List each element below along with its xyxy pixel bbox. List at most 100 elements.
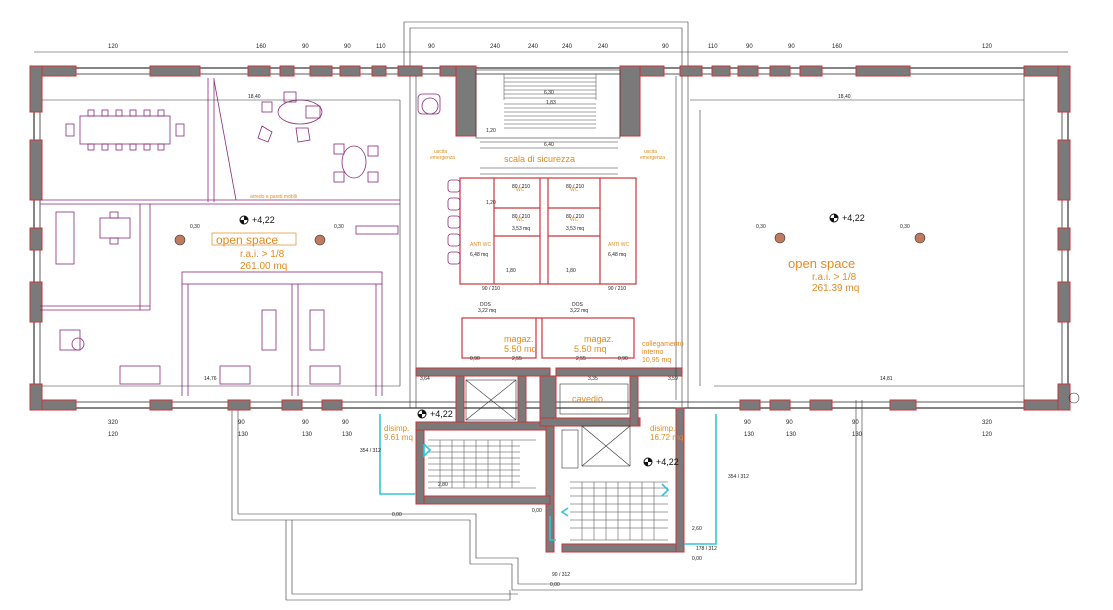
dim-inner-20: 1,20 <box>486 200 496 206</box>
main-walls <box>29 65 1071 411</box>
dim-top-12: 90 <box>746 44 753 50</box>
level-markers: +4,22 +4,22 +4,22 +4,22 <box>239 213 865 467</box>
uscita-left-2: emergenza <box>430 155 455 161</box>
dim-top-5: 90 <box>428 44 435 50</box>
dim-inner-43: 1,83 <box>546 100 556 106</box>
dim-bottom-sub-7: 120 <box>982 432 993 438</box>
open-space-right-rai: r.a.i. > 1/8 <box>812 272 857 283</box>
dim-top-4: 110 <box>376 44 386 50</box>
dim-bottom-sub-1: 130 <box>238 432 249 438</box>
bathroom-core <box>447 177 637 359</box>
arredo-label: arredo e pareti mobili <box>250 194 297 200</box>
magaz-2-area: 5.50 mq <box>574 344 607 354</box>
wc-label-4: WC <box>570 217 579 223</box>
level-text-2: +4,22 <box>842 213 865 223</box>
dim-bottom-4: 90 <box>744 420 751 426</box>
dim-inner-24: 0,30 <box>756 224 766 230</box>
collegamento-1: collegamento <box>642 341 684 348</box>
dim-small-4: 0,00 <box>392 512 402 518</box>
small-area-5: 3,53 mq <box>566 226 584 232</box>
dim-inner-29: 0,90 <box>618 356 628 362</box>
top-stair <box>475 69 621 175</box>
level-text-4: +4,22 <box>656 457 679 467</box>
wc-label-1: WC <box>516 187 525 193</box>
dim-inner-6: 3,35 <box>588 376 598 382</box>
room-labels: open space r.a.i. > 1/8 261.00 mq open s… <box>211 149 859 442</box>
dim-bottom-sub-0: 120 <box>108 432 119 438</box>
dim-inner-1: 18,40 <box>838 94 851 100</box>
small-area-4: 3,53 mq <box>512 226 530 232</box>
dim-bottom-sub-6: 130 <box>852 432 863 438</box>
dim-inner-21: 1,20 <box>486 128 496 134</box>
open-space-right-area: 261.39 mq <box>812 283 859 294</box>
dim-bottom-sub-4: 130 <box>744 432 755 438</box>
dim-bottom-sub-3: 130 <box>342 432 353 438</box>
dim-bottom-3: 90 <box>342 420 349 426</box>
dim-top-8: 240 <box>562 44 573 50</box>
dim-top-11: 110 <box>708 44 718 50</box>
dim-top-0: 120 <box>108 44 119 50</box>
dim-top-2: 90 <box>302 44 309 50</box>
open-space-left-rai: r.a.i. > 1/8 <box>240 249 285 260</box>
dim-inner-37: 2,60 <box>692 526 702 532</box>
outer-lines <box>231 21 863 601</box>
door-dim-3: 80 / 210 <box>566 214 584 220</box>
dim-bottom-sub-5: 130 <box>786 432 797 438</box>
lower-core <box>379 367 717 553</box>
dim-bottom-5: 90 <box>786 420 793 426</box>
uscita-right-2: emergenza <box>640 155 665 161</box>
level-text-1: +4,22 <box>252 215 275 225</box>
level-text-3: +4,22 <box>430 409 453 419</box>
dim-inner-30: 1,80 <box>506 268 516 274</box>
door-dim-4: 90 / 210 <box>482 286 500 292</box>
small-area-11: DOS <box>572 302 584 308</box>
dim-small-2: 178 / 312 <box>696 546 717 552</box>
anti-wc-label-2: ANTI WC <box>608 242 629 248</box>
small-area-8: 3,22 mq <box>478 308 496 314</box>
left-furniture <box>40 78 441 396</box>
dim-top-1: 160 <box>256 44 267 50</box>
door-dim-1: 80 / 210 <box>566 184 584 190</box>
columns <box>174 232 1080 404</box>
door-dim-0: 80 / 210 <box>512 184 530 190</box>
dim-inner-22: 0,30 <box>190 224 200 230</box>
magaz-1-area: 5.50 mq <box>504 344 537 354</box>
dim-inner-2: 6,30 <box>544 90 554 96</box>
dim-inner-23: 0,30 <box>334 224 344 230</box>
dim-bottom-1: 90 <box>238 420 245 426</box>
open-space-left-area: 261.00 mq <box>240 261 287 272</box>
dim-top-9: 240 <box>598 44 609 50</box>
uscita-right-1: uscita <box>644 149 657 155</box>
dim-inner-28: 2,55 <box>576 356 586 362</box>
dim-small-6: 0,00 <box>692 556 702 562</box>
dim-small-7: 0,00 <box>550 582 560 588</box>
dim-inner-8: 3,64 <box>420 376 430 382</box>
disimp-1-area: 9.61 mq <box>384 433 413 442</box>
small-area-9: 3,22 mq <box>570 308 588 314</box>
uscita-left-1: uscita <box>434 149 447 155</box>
dim-top-3: 90 <box>344 44 351 50</box>
right-open-space <box>42 76 1025 400</box>
dim-top-10: 90 <box>662 44 669 50</box>
anti-wc-label-1: ANTI WC <box>470 242 491 248</box>
dim-inner-7: 3,59 <box>668 376 678 382</box>
dim-top-14: 160 <box>832 44 843 50</box>
cavedio-label: cavedio <box>572 394 603 404</box>
open-space-left-title: open space <box>216 233 278 247</box>
dim-small-1: 354 / 312 <box>728 474 749 480</box>
small-area-10: DOS <box>480 302 492 308</box>
dim-inner-26: 0,90 <box>470 356 480 362</box>
dim-bottom-7: 320 <box>982 420 993 426</box>
dim-small-5: 0,00 <box>532 508 542 514</box>
dim-small-3: 90 / 312 <box>552 572 570 578</box>
disimp-1-name: disimp. <box>384 424 409 433</box>
magaz-1-name: magaz. <box>504 334 534 344</box>
dim-inner-25: 0,30 <box>900 224 910 230</box>
dim-top-7: 240 <box>528 44 539 50</box>
disimp-2-name: disimp. <box>650 424 675 433</box>
dim-bottom-sub-2: 130 <box>302 432 313 438</box>
dim-bottom-2: 90 <box>302 420 309 426</box>
collegamento-3: 10,95 mq <box>642 357 671 364</box>
door-dim-5: 90 / 210 <box>608 286 626 292</box>
dim-top-15: 120 <box>982 44 993 50</box>
